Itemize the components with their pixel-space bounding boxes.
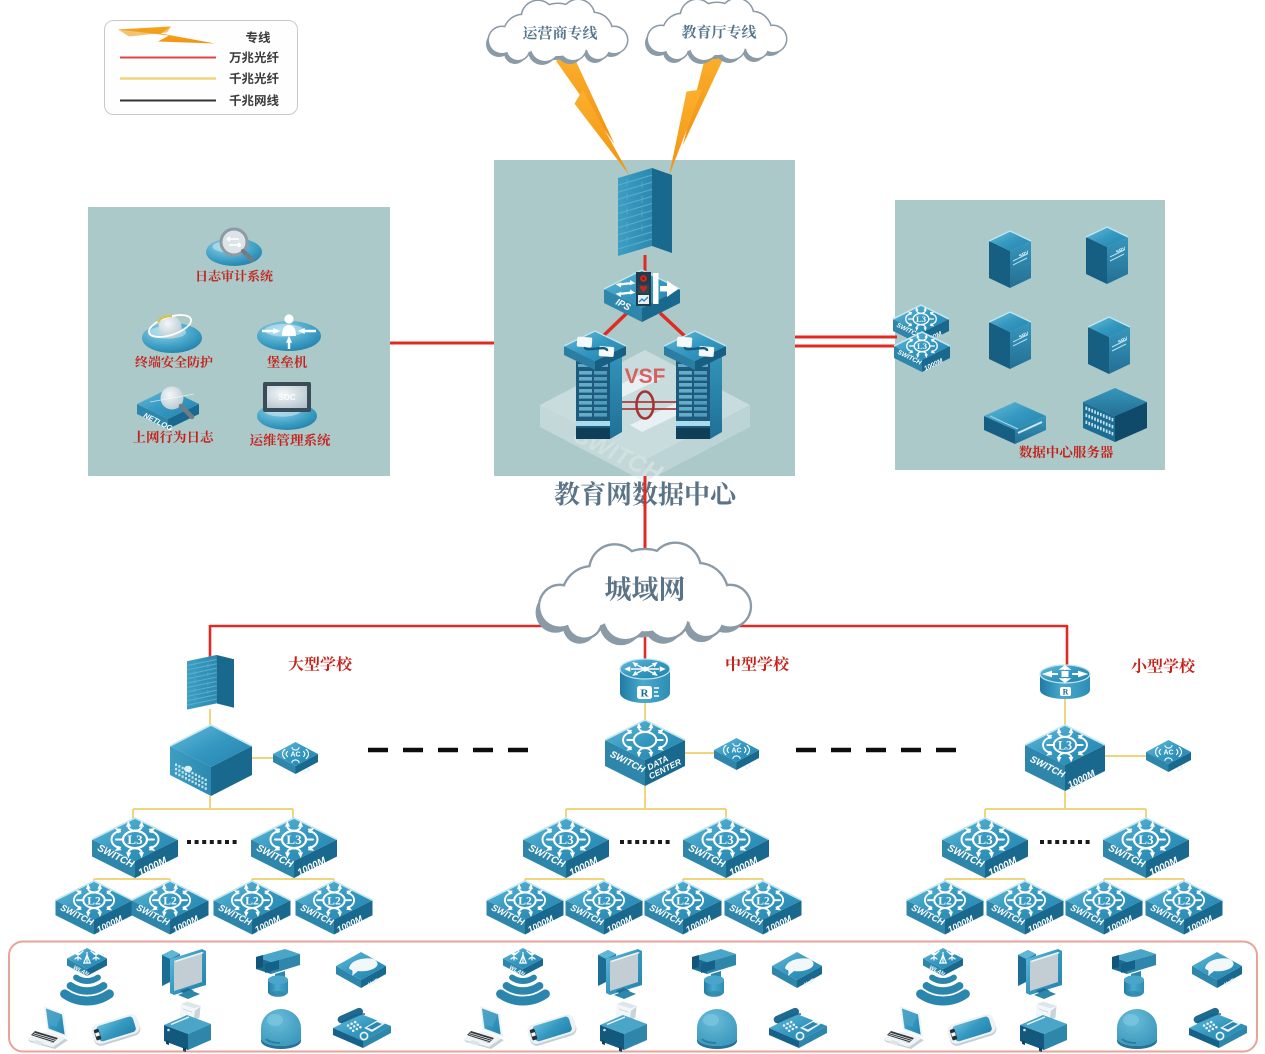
svg-text:SOC: SOC [278, 393, 296, 402]
svg-text:VSF: VSF [625, 365, 666, 388]
